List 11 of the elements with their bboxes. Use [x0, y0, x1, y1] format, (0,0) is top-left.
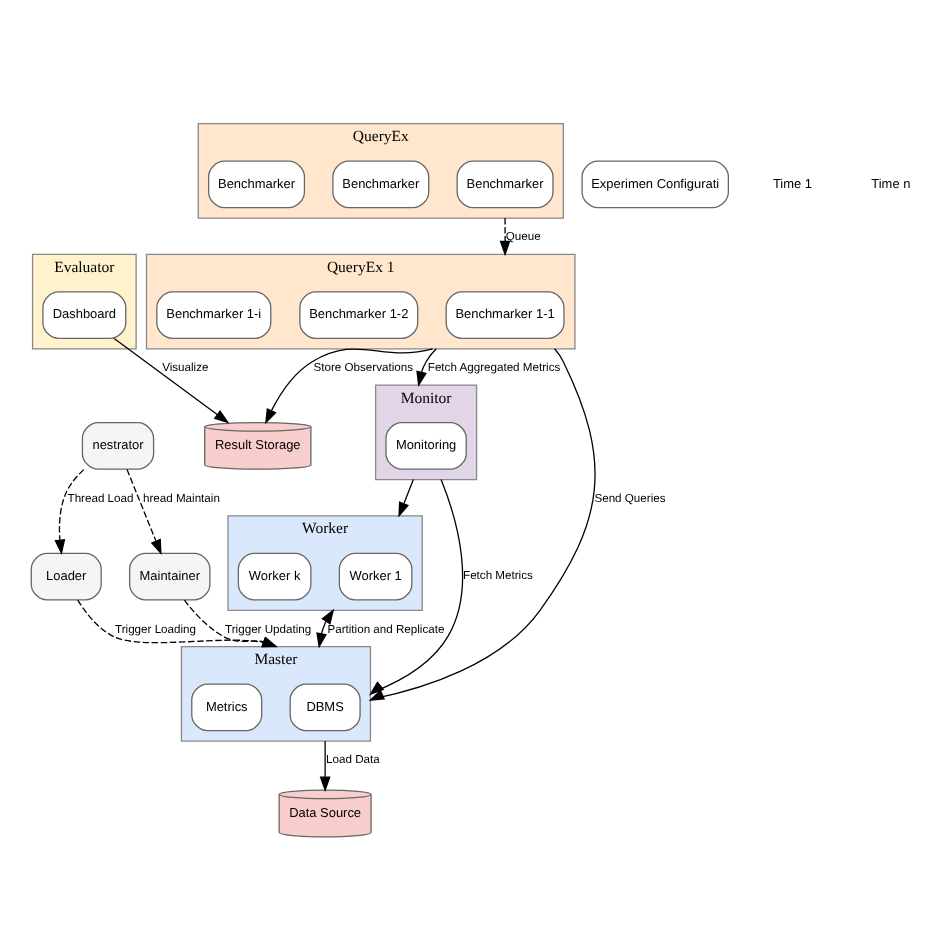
- arrow: [368, 477, 464, 695]
- arrow: [416, 347, 437, 386]
- arrow: [113, 336, 230, 423]
- arrow: [316, 607, 335, 648]
- arrow: [54, 468, 85, 555]
- arrow: [265, 347, 434, 424]
- arrow: [319, 739, 331, 792]
- arrow: [499, 216, 511, 256]
- arrow: [368, 347, 596, 700]
- arrow: [398, 477, 414, 517]
- arrow: [126, 467, 162, 555]
